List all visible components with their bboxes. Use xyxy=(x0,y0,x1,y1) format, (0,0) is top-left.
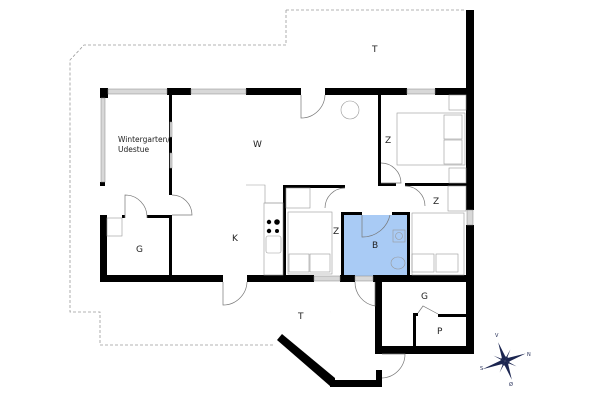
room-label-kitchen: K xyxy=(232,234,239,244)
compass-east-label: Ø xyxy=(509,381,513,388)
room-label-storage-east: G xyxy=(421,292,428,302)
compass-south-label: S xyxy=(480,366,483,372)
room-label-wintergarden-2: Udestue xyxy=(118,145,149,154)
room-label-terrace-north: T xyxy=(371,45,378,55)
compass-rose-icon xyxy=(482,342,526,380)
bathroom-floor xyxy=(343,215,408,277)
doors xyxy=(124,94,439,379)
furniture xyxy=(106,94,467,276)
walls xyxy=(100,10,474,387)
room-label-bathroom: B xyxy=(372,241,378,251)
room-label-terrace-south: T xyxy=(297,312,304,322)
compass-north-label: N xyxy=(527,352,531,358)
room-label-wintergarden: Wintergarten/ xyxy=(118,135,170,144)
stove-burners xyxy=(266,219,280,234)
room-label-bedroom-3: Z xyxy=(433,197,439,207)
room-label-utility: P xyxy=(437,327,443,337)
windows xyxy=(100,88,474,282)
room-label-bedroom-2: Z xyxy=(333,227,339,237)
room-label-living: W xyxy=(253,140,262,150)
room-label-bedroom-1: Z xyxy=(385,136,391,146)
room-label-storage-west: G xyxy=(136,245,143,255)
terrace-outline xyxy=(69,9,466,346)
compass-west-label: V xyxy=(495,333,499,339)
